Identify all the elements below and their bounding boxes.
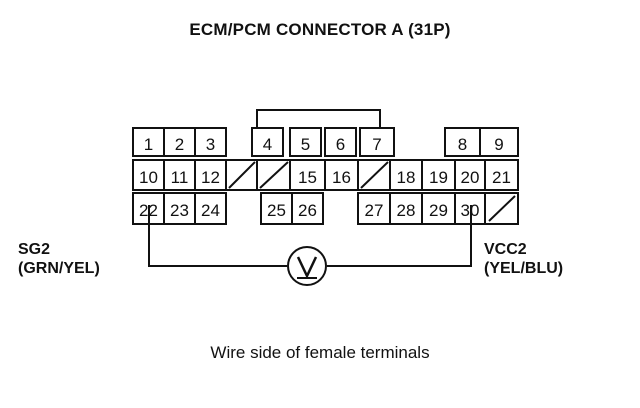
pin-label: 29 — [429, 201, 448, 220]
terminal-21 — [484, 159, 519, 191]
pin-label: 8 — [458, 135, 467, 154]
pin-label: 11 — [171, 168, 189, 187]
pin-label: 27 — [365, 201, 384, 220]
diagram-caption: Wire side of female terminals — [210, 343, 430, 362]
pin-label: 6 — [336, 135, 345, 154]
sg2-label: SG2 (GRN/YEL) — [18, 240, 100, 278]
pin-label: 9 — [494, 135, 503, 154]
pin-label: 23 — [170, 201, 189, 220]
pin-label: 16 — [332, 168, 351, 187]
diagram-title: ECM/PCM CONNECTOR A (31P) — [189, 20, 451, 39]
empty-cavity-slash — [259, 161, 289, 189]
pin-label: 2 — [175, 135, 184, 154]
pin-label: 24 — [201, 201, 220, 220]
connector-lock-tab — [256, 109, 381, 128]
pin-label: 10 — [139, 168, 158, 187]
terminal-5 — [289, 127, 322, 157]
empty-cavity-slash — [488, 195, 516, 222]
empty-cavity-31 — [484, 192, 519, 225]
pin-label: 4 — [263, 135, 272, 154]
terminal-3 — [194, 127, 227, 157]
connector-row-3: 22 23 24 25 26 27 28 29 30 — [132, 192, 519, 225]
pin-label: 25 — [267, 201, 286, 220]
connector-row-1: 1 2 3 4 5 6 7 8 9 — [132, 127, 519, 157]
terminal-9 — [479, 127, 519, 157]
terminal-7 — [359, 127, 395, 157]
probe-wire-sg2 — [148, 205, 287, 267]
vcc2-label: VCC2 (YEL/BLU) — [484, 240, 563, 278]
terminal-6 — [324, 127, 357, 157]
pin-label: 19 — [429, 168, 448, 187]
empty-cavity-slash — [360, 161, 389, 189]
pin-label: 1 — [144, 135, 153, 154]
voltmeter-icon — [287, 246, 327, 286]
pin-label: 5 — [301, 135, 310, 154]
terminal-4 — [251, 127, 284, 157]
empty-cavity-slash — [228, 161, 256, 189]
sg2-name: SG2 — [18, 241, 51, 258]
pin-label: 21 — [492, 168, 511, 187]
pin-label: 12 — [201, 168, 220, 187]
sg2-color-code: (GRN/YEL) — [18, 260, 100, 277]
terminal-24 — [194, 192, 227, 225]
pin-label: 18 — [397, 168, 416, 187]
pin-label: 15 — [298, 168, 317, 187]
pin-label: 28 — [397, 201, 416, 220]
vcc2-name: VCC2 — [484, 241, 527, 258]
probe-wire-vcc2 — [327, 205, 472, 267]
pin-label: 3 — [206, 135, 215, 154]
connector-row-2: 10 11 12 15 16 18 19 20 21 — [132, 159, 519, 191]
pin-label: 26 — [298, 201, 317, 220]
terminal-26 — [291, 192, 324, 225]
pin-label: 7 — [372, 135, 381, 154]
pin-label: 20 — [461, 168, 480, 187]
vcc2-color-code: (YEL/BLU) — [484, 260, 564, 277]
